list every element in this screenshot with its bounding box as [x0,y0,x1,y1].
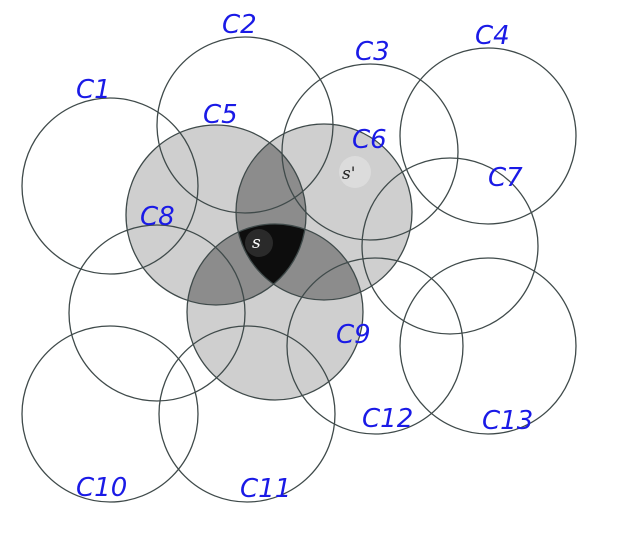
circle-c6 [235,123,413,301]
circle-c7 [361,157,539,335]
circle-c11 [158,325,336,503]
circle-c10 [21,325,199,503]
circle-c13 [399,257,577,435]
point-s-label: s [252,233,261,253]
circle-c5 [125,124,307,306]
circle-labels: C1 C2 C3 C4 C5 C6 C7 C8 C9 C10 C11 C12 C… [76,10,533,504]
label-c12: C12 [362,404,413,434]
label-c8: C8 [140,202,175,232]
overlap-c5-c9 [187,224,306,305]
label-c4: C4 [475,21,510,51]
overlap-c6-c9 [236,224,363,300]
label-c7: C7 [488,163,523,193]
circle-c1 [21,97,199,275]
circle-c12 [286,257,464,435]
circle-c3 [281,63,459,241]
label-c11: C11 [240,474,291,504]
label-c5: C5 [203,100,238,130]
point-s-prime-label: s' [342,164,355,184]
s-prime-dot [339,156,371,188]
circle-c8 [68,224,246,402]
circle-c4 [399,47,577,225]
circle-c9 [186,223,364,401]
label-c13: C13 [482,406,533,436]
label-c6: C6 [352,125,387,155]
label-c1: C1 [76,75,111,105]
label-c2: C2 [222,10,257,40]
label-c9: C9 [336,320,371,350]
label-c10: C10 [76,473,127,503]
shaded-regions [126,124,412,400]
label-c3: C3 [355,37,390,67]
s-dot [245,229,273,257]
circle-outlines [21,36,577,503]
